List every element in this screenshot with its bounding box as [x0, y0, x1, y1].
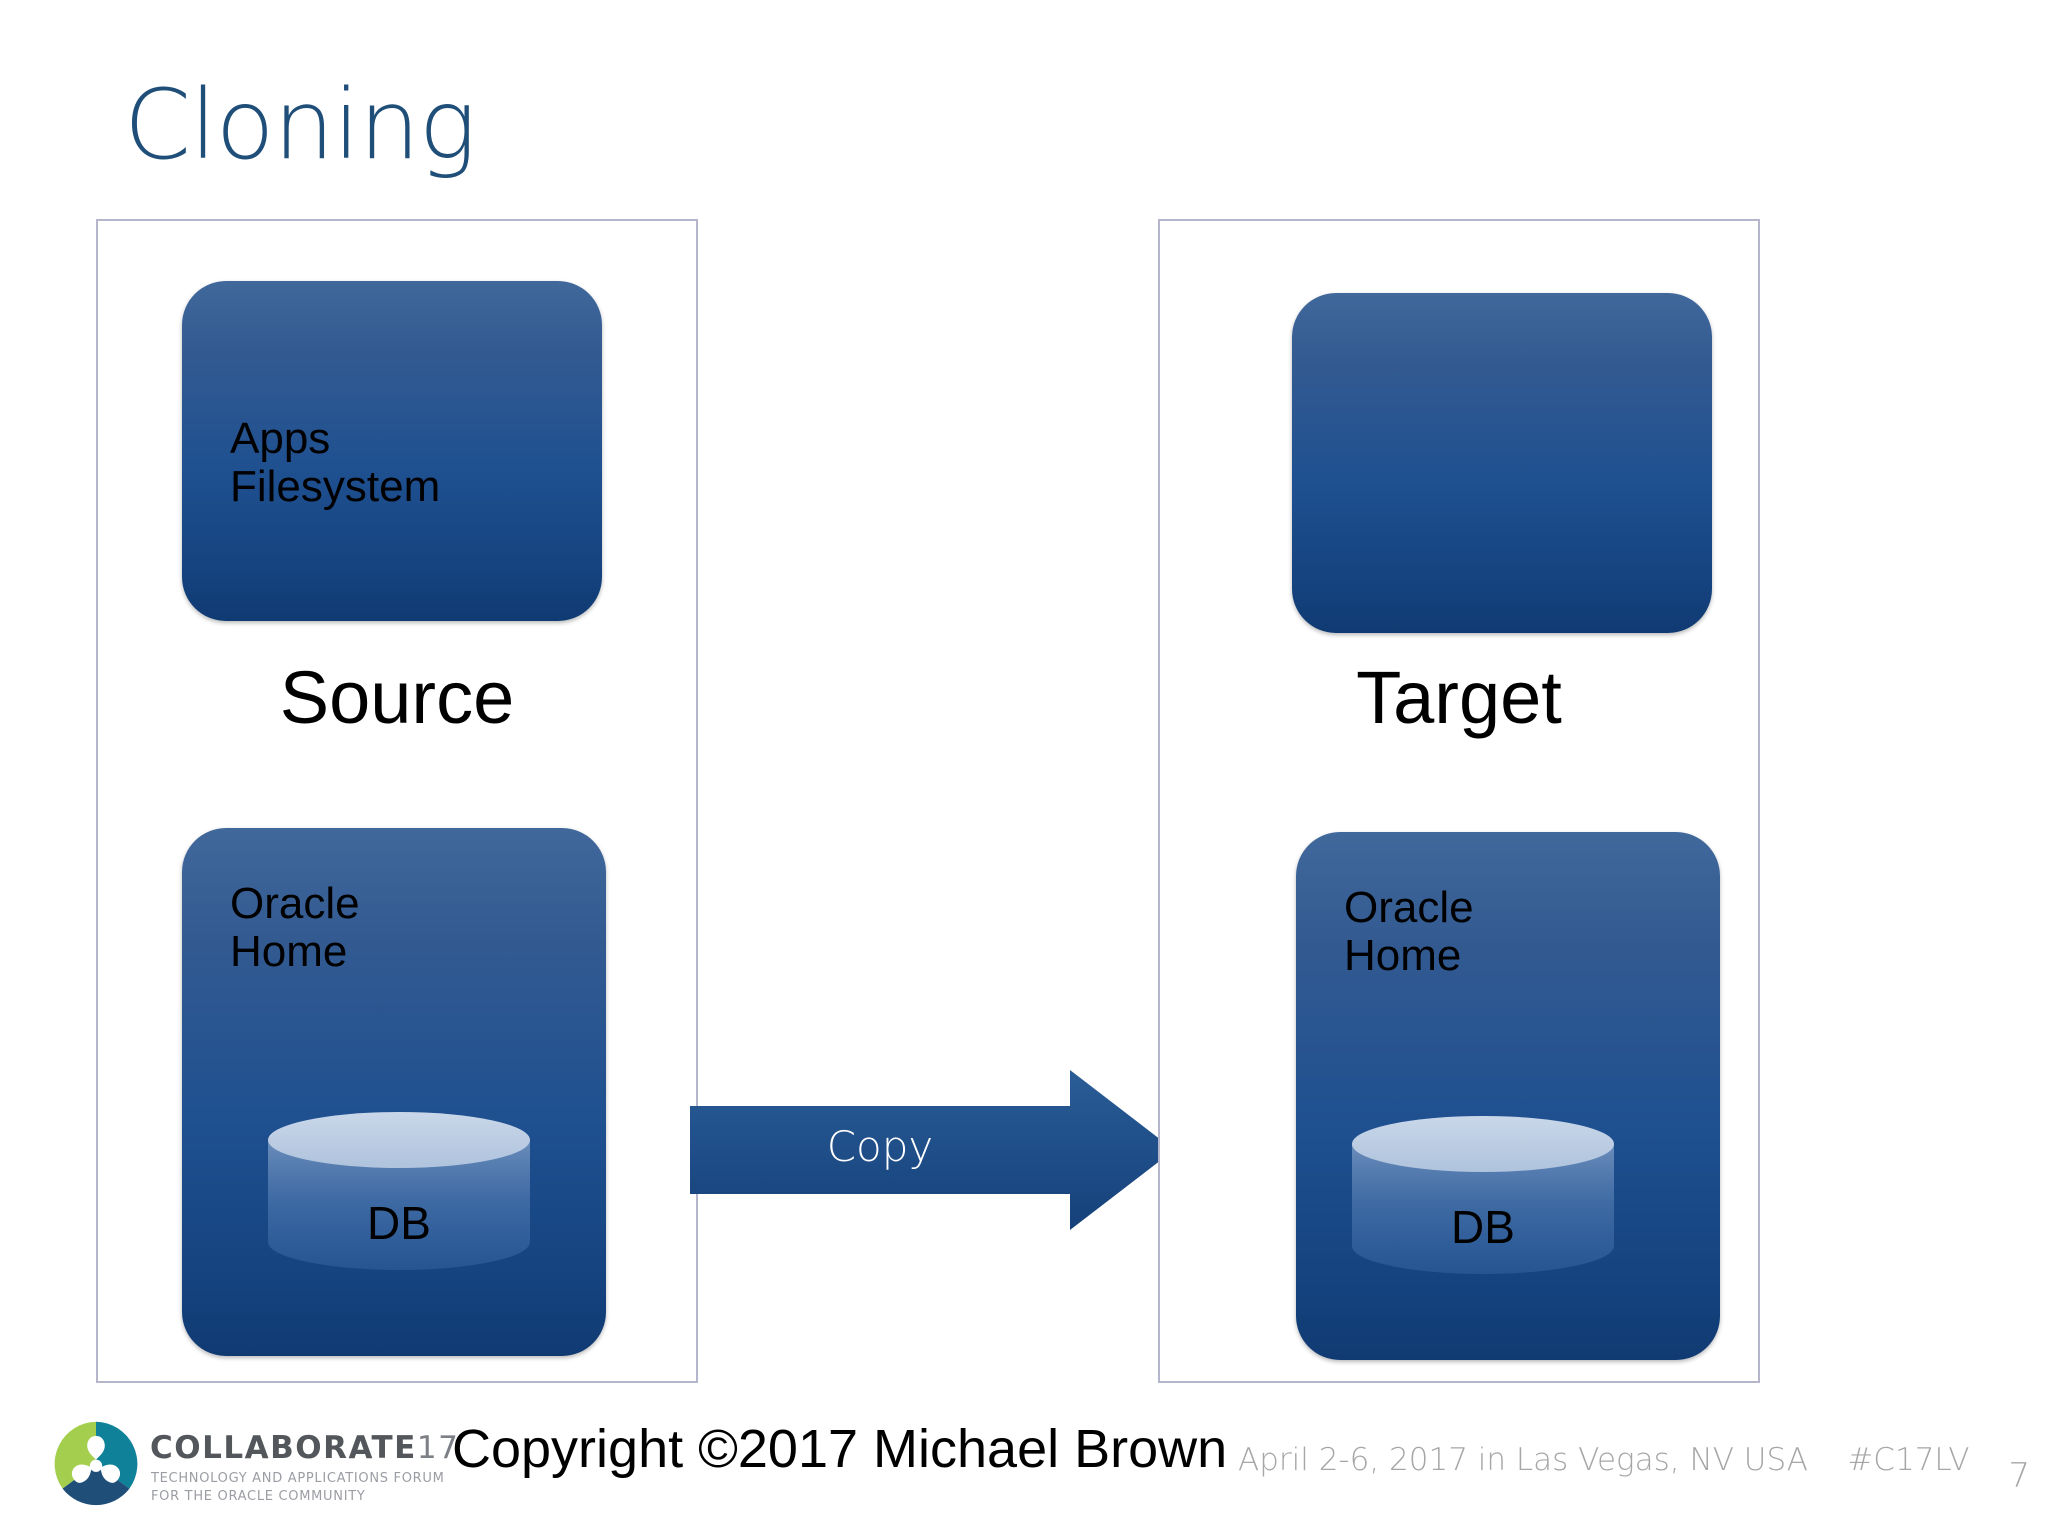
copyright-text: Copyright ©2017 Michael Brown	[452, 1419, 1228, 1479]
page-title: Cloning	[124, 69, 476, 181]
page-number: 7	[2008, 1456, 2030, 1496]
collaborate-tagline: TECHNOLOGY AND APPLICATIONS FORUM FOR TH…	[151, 1471, 445, 1505]
apps-filesystem-box[interactable]: Apps Filesystem	[182, 281, 602, 621]
target-db-cylinder[interactable]: DB	[1350, 1114, 1616, 1274]
collaborate-logo-icon	[52, 1420, 140, 1508]
target-oracle-home-box[interactable]: Oracle Home	[1296, 832, 1720, 1360]
copy-arrow[interactable]: Copy	[690, 1070, 1174, 1230]
target-oracle-home-label: Oracle Home	[1344, 883, 1474, 980]
apps-filesystem-label: Apps Filesystem	[230, 414, 441, 511]
target-empty-box[interactable]	[1292, 293, 1712, 633]
target-caption: Target	[1356, 656, 1562, 739]
event-info-text: April 2-6, 2017 in Las Vegas, NV USA #C1…	[1238, 1442, 1970, 1478]
slide-footer: COLLABORATE17 TECHNOLOGY AND APPLICATION…	[0, 1412, 2048, 1536]
collaborate-wordmark: COLLABORATE17	[150, 1430, 459, 1466]
source-oracle-home-label: Oracle Home	[230, 879, 360, 976]
collaborate-wordmark-name: COLLABORATE	[150, 1430, 417, 1466]
source-oracle-home-box[interactable]: Oracle Home	[182, 828, 606, 1356]
collaborate-wordmark-year: 17	[416, 1430, 460, 1466]
source-caption: Source	[279, 656, 515, 739]
source-db-cylinder[interactable]: DB	[266, 1110, 532, 1270]
